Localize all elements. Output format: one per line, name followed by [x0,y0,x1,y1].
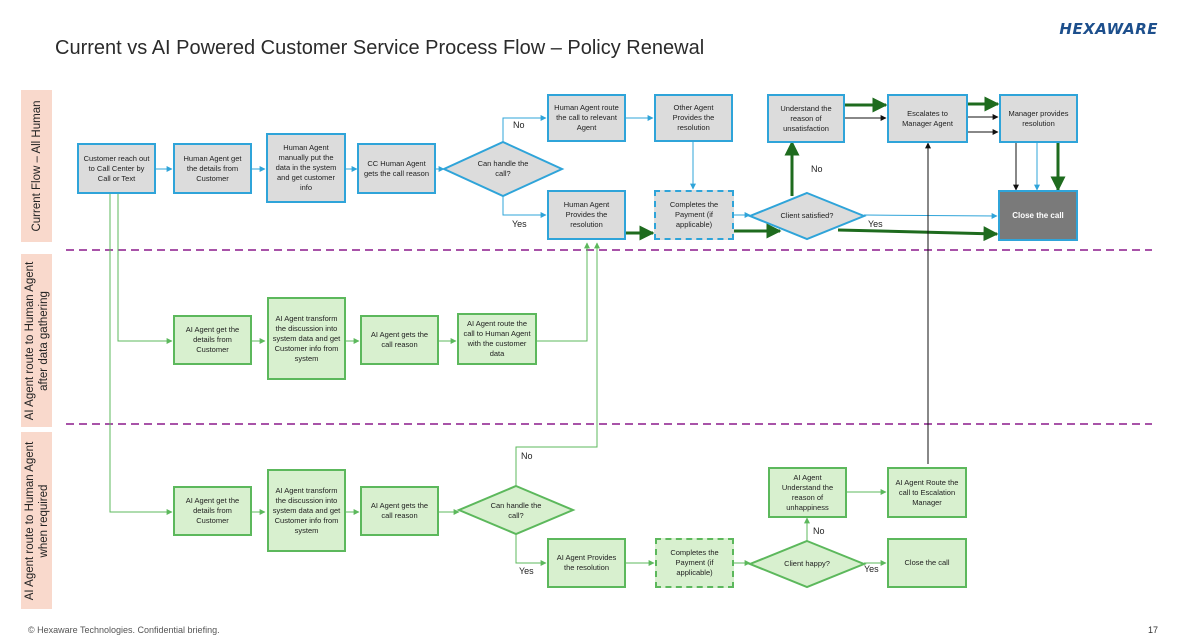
box-human-get-details: Human Agent get the details from Custome… [173,143,252,194]
text-client-happy: Client happy? [784,559,830,568]
box-ai-call-reason: AI Agent gets the call reason [360,315,439,365]
label-no-can-handle: No [513,120,525,130]
box-cc-call-reason: CC Human Agent gets the call reason [357,143,436,194]
label-no-satisfied: No [811,164,823,174]
box-other-agent: Other Agent Provides the resolution [654,94,733,142]
box-ai-route-human: AI Agent route the call to Human Agent w… [457,313,537,365]
label-no-happy: No [813,526,825,536]
box-ai-req-transform: AI Agent transform the discussion into s… [267,469,346,552]
box-escalates-manager: Escalates to Manager Agent [887,94,968,143]
box-route-relevant: Human Agent route the call to relevant A… [547,94,626,142]
box-ai-provides: AI Agent Provides the resolution [547,538,626,588]
box-human-provides: Human Agent Provides the resolution [547,190,626,240]
box-manager-resolution: Manager provides resolution [999,94,1078,143]
text-ai-can-handle: Can handle the call? [490,501,542,520]
box-close-call: Close the call [998,190,1078,241]
box-ai-route-escalation: AI Agent Route the call to Escalation Ma… [887,467,967,518]
label-yes-satisfied: Yes [868,219,883,229]
box-human-manual-input: Human Agent manually put the data in the… [266,133,346,203]
page-title: Current vs AI Powered Customer Service P… [55,37,705,59]
box-ai-req-call-reason: AI Agent gets the call reason [360,486,439,536]
diamond-client-happy [747,539,867,589]
label-yes-happy: Yes [864,564,879,574]
box-ai-completes-payment: Completes the Payment (if applicable) [655,538,734,588]
text-client-satisfied: Client satisfied? [780,211,834,220]
box-ai-close-call: Close the call [887,538,967,588]
box-ai-transform: AI Agent transform the discussion into s… [267,297,346,380]
box-ai-understand: AI Agent Understand the reason of unhapp… [768,467,847,518]
text-can-handle: Can handle the call? [477,159,529,178]
box-ai-get-details: AI Agent get the details from Customer [173,315,252,365]
page-number: 17 [1147,625,1158,635]
label-yes-ai-can-handle: Yes [519,566,534,576]
lane-current-flow: Current Flow – All Human [21,90,52,242]
label-no-ai-can-handle: No [521,451,533,461]
box-completes-payment: Completes the Payment (if applicable) [654,190,734,240]
hexaware-logo: HEXAWARE [1059,20,1158,38]
box-customer-reach: Customer reach out to Call Center by Cal… [77,143,156,194]
box-understand-reason: Understand the reason of unsatisfaction [767,94,845,143]
label-yes-can-handle: Yes [512,219,527,229]
box-ai-req-get-details: AI Agent get the details from Customer [173,486,252,536]
footer-copyright: © Hexaware Technologies. Confidential br… [28,625,220,635]
